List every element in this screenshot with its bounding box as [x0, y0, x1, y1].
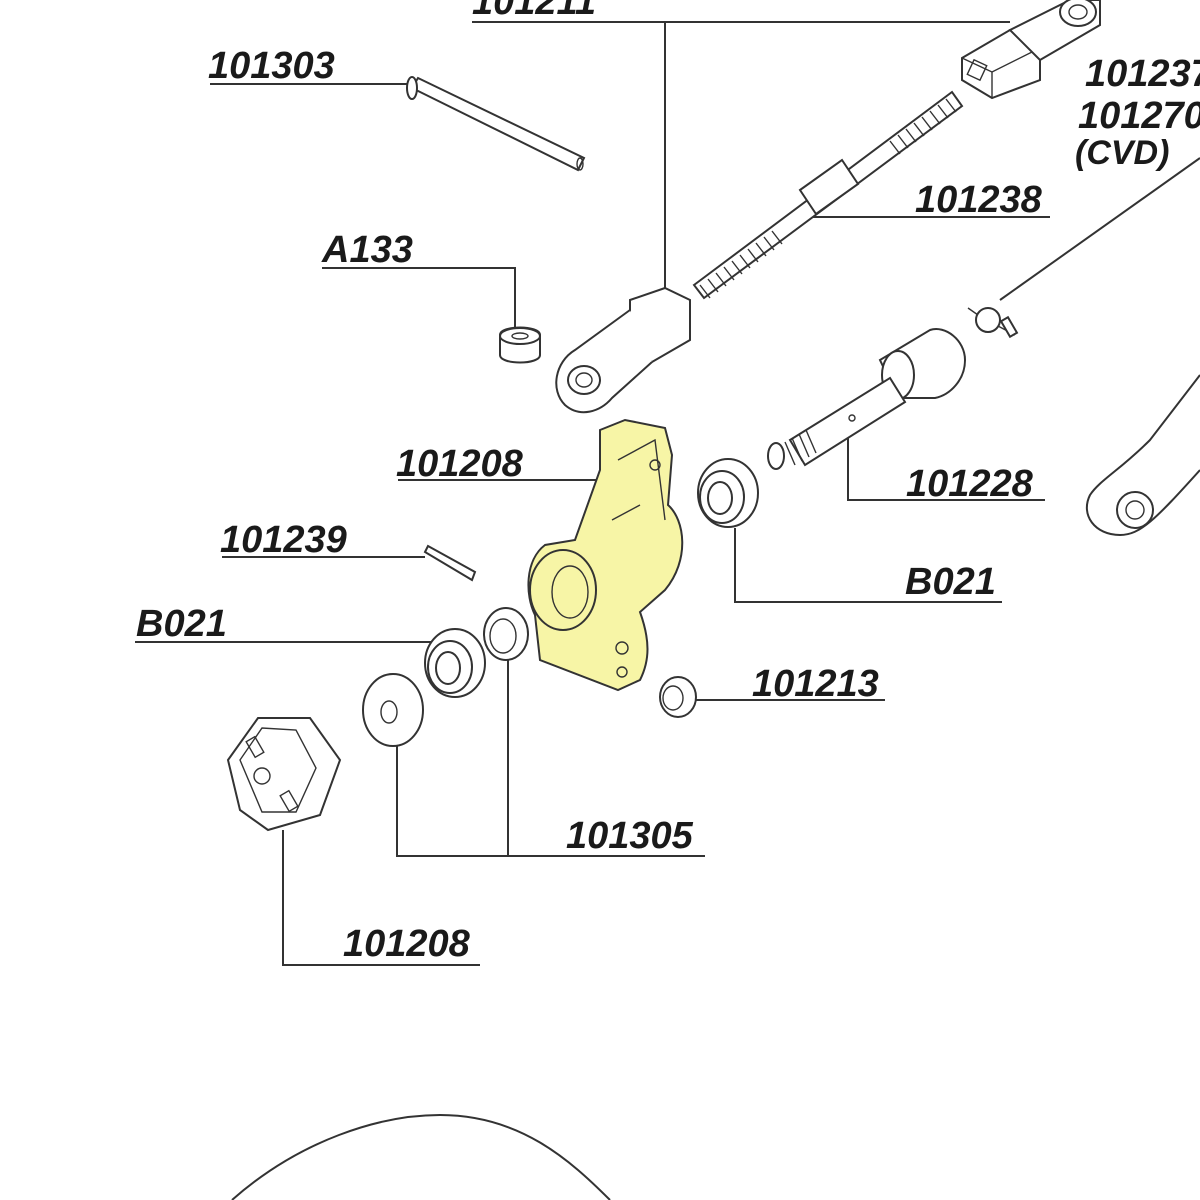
bearing-b021-right — [697, 458, 759, 528]
label-101228: 101228 — [906, 463, 1034, 505]
label-101237: 101237 — [1085, 53, 1200, 95]
hub-bore — [529, 549, 597, 631]
label-101211: 101211 — [472, 0, 596, 23]
leader-lines — [135, 21, 1200, 966]
body-shell-outline — [231, 1113, 611, 1200]
arm-right-partial — [1085, 374, 1200, 537]
turnbuckle-101238 — [692, 90, 964, 300]
part-labels: 101211 101303 101237 101270 (CVD) 101238… — [136, 0, 1200, 965]
shim-101305 — [483, 607, 529, 661]
label-101270: 101270 — [1078, 95, 1200, 137]
label-101208-bottom: 101208 — [343, 923, 471, 965]
bearing-b021-left — [424, 628, 486, 698]
label-101213: 101213 — [752, 663, 879, 705]
hex-hub-101208 — [226, 717, 342, 832]
axle-101228 — [767, 328, 967, 470]
rod-end-top-101211 — [961, 0, 1101, 100]
label-b021-right: B021 — [905, 561, 996, 603]
label-101238: 101238 — [915, 179, 1043, 221]
label-101208-top: 101208 — [396, 443, 524, 485]
label-a133: A133 — [321, 229, 413, 271]
washer-101305 — [362, 673, 424, 747]
bushing-101213 — [659, 676, 697, 718]
label-b021-left: B021 — [136, 603, 227, 645]
label-101239: 101239 — [220, 519, 347, 561]
hub-carrier-101208 — [527, 418, 684, 692]
pin-101239 — [423, 544, 477, 582]
cvd-driveshaft-101270 — [967, 307, 1019, 339]
hinge-pin-101303 — [406, 76, 586, 172]
rod-end-lower-101211 — [555, 286, 691, 414]
label-101303: 101303 — [208, 45, 335, 87]
ball-a133 — [499, 326, 541, 364]
label-cvd: (CVD) — [1075, 134, 1169, 172]
label-101305: 101305 — [566, 815, 694, 857]
